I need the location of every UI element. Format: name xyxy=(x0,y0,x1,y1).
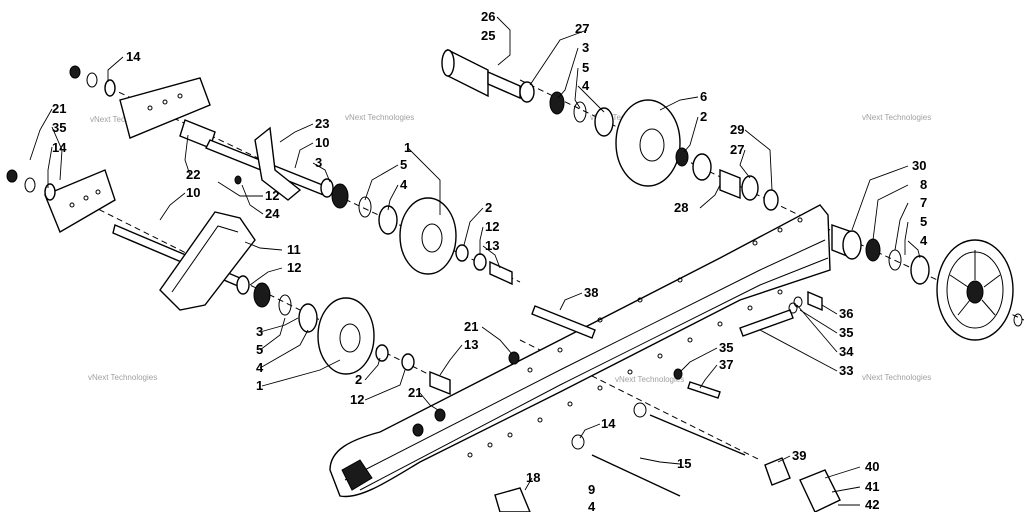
callout-label: 3 xyxy=(256,324,263,339)
left-lower-axle xyxy=(6,169,451,396)
watermark: vNext Technologies xyxy=(345,113,414,122)
callout-label: 42 xyxy=(865,497,879,512)
callout-label: 21 xyxy=(464,319,478,334)
callout-label: 10 xyxy=(186,185,200,200)
callout-label: 1 xyxy=(404,140,411,155)
callout-label: 14 xyxy=(601,416,616,431)
callout-label: 24 xyxy=(265,206,280,221)
callout-label: 26 xyxy=(481,9,495,24)
watermark: vNext Technologies xyxy=(862,113,931,122)
callout-label: 5 xyxy=(920,214,927,229)
upper-axle-group xyxy=(441,48,779,211)
left-upper-axle xyxy=(69,65,513,286)
watermark: vNext Technologies xyxy=(615,375,684,384)
callout-label: 4 xyxy=(588,499,596,512)
callout-label: 4 xyxy=(920,233,928,248)
callout-label: 29 xyxy=(730,122,744,137)
left-rail-section xyxy=(44,77,211,234)
leader-lines xyxy=(29,16,921,506)
callout-label: 35 xyxy=(719,340,733,355)
callout-label: 12 xyxy=(350,392,364,407)
callout-label: 9 xyxy=(588,482,595,497)
rail-hardware xyxy=(412,290,841,512)
callout-label: 23 xyxy=(315,116,329,131)
callout-label: 2 xyxy=(700,109,707,124)
callout-label: 7 xyxy=(920,195,927,210)
callout-label: 22 xyxy=(186,167,200,182)
callout-label: 37 xyxy=(719,357,733,372)
watermark: vNext Technologies xyxy=(88,373,157,382)
callout-label: 21 xyxy=(408,385,422,400)
callout-label: 3 xyxy=(315,155,322,170)
callout-label: 34 xyxy=(839,344,854,359)
callout-label: 12 xyxy=(287,260,301,275)
callout-label: 4 xyxy=(400,177,408,192)
callout-label: 30 xyxy=(912,158,926,173)
callout-label: 12 xyxy=(265,188,279,203)
callout-label: 3 xyxy=(582,40,589,55)
callout-label: 6 xyxy=(700,89,707,104)
callout-label: 8 xyxy=(920,177,927,192)
callout-label: 1 xyxy=(256,378,263,393)
callout-label: 14 xyxy=(52,140,67,155)
callout-label: 33 xyxy=(839,363,853,378)
callout-label: 28 xyxy=(674,200,688,215)
callout-label: 40 xyxy=(865,459,879,474)
callout-label: 14 xyxy=(126,49,141,64)
callout-label: 11 xyxy=(287,242,301,257)
callout-label: 2 xyxy=(355,372,362,387)
callout-label: 27 xyxy=(575,21,589,36)
callout-label: 5 xyxy=(256,342,263,357)
callout-label: 18 xyxy=(526,470,540,485)
callout-label: 38 xyxy=(584,285,598,300)
callout-label: 27 xyxy=(730,142,744,157)
callout-label: 41 xyxy=(865,479,879,494)
callout-label: 12 xyxy=(485,219,499,234)
callout-label: 35 xyxy=(52,120,66,135)
watermark: vNext Technologies xyxy=(862,373,931,382)
callout-label: 25 xyxy=(481,28,495,43)
callout-label: 39 xyxy=(792,448,806,463)
callout-label: 13 xyxy=(485,238,499,253)
callout-label: 35 xyxy=(839,325,853,340)
callout-label: 15 xyxy=(677,456,691,471)
callout-label: 4 xyxy=(256,360,264,375)
callout-label: 21 xyxy=(52,101,66,116)
callout-label: 36 xyxy=(839,306,853,321)
callout-label: 13 xyxy=(464,337,478,352)
callout-label: 2 xyxy=(485,200,492,215)
callout-labels: 26 25 27 3 5 4 6 2 14 21 35 14 23 10 3 1… xyxy=(52,9,928,512)
slide-rail xyxy=(329,204,831,498)
callout-label: 4 xyxy=(582,78,590,93)
callout-label: 5 xyxy=(400,157,407,172)
callout-label: 5 xyxy=(582,60,589,75)
callout-label: 10 xyxy=(315,135,329,150)
